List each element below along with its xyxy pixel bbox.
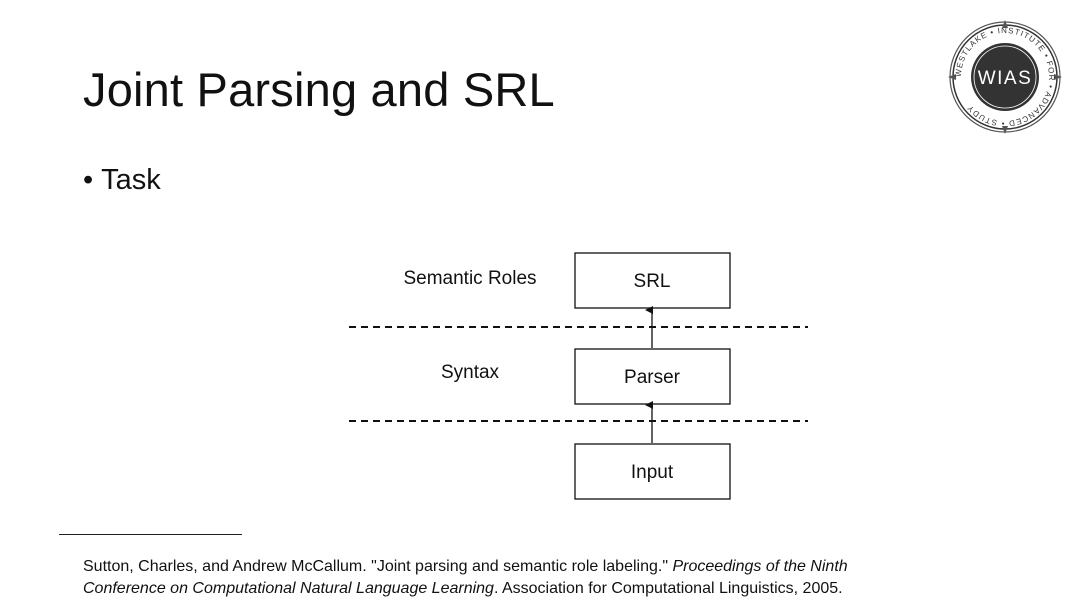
logo-text: WIAS bbox=[978, 68, 1033, 89]
citation-venue-part-1: Proceedings of the Ninth bbox=[672, 558, 848, 575]
parser-box bbox=[574, 348, 731, 405]
citation-line-1: Sutton, Charles, and Andrew McCallum. "J… bbox=[83, 556, 983, 578]
footnote-rule bbox=[59, 534, 242, 535]
citation-venue-part-2: Conference on Computational Natural Lang… bbox=[83, 580, 494, 597]
slide-title: Joint Parsing and SRL bbox=[83, 63, 555, 116]
input-box-label: Input bbox=[631, 462, 674, 483]
layer-label-semantic-roles: Semantic Roles bbox=[403, 268, 536, 289]
citation: Sutton, Charles, and Andrew McCallum. "J… bbox=[83, 556, 983, 600]
srl-box bbox=[574, 252, 731, 309]
bullet-text: Task bbox=[101, 164, 161, 196]
wias-logo: WESTLAKE • INSTITUTE • FOR • ADVANCED • … bbox=[948, 20, 1062, 134]
citation-authors-title: Sutton, Charles, and Andrew McCallum. "J… bbox=[83, 558, 673, 575]
bullet-item: •Task bbox=[83, 164, 161, 197]
bullet-dot: • bbox=[83, 164, 94, 196]
input-box bbox=[574, 443, 731, 500]
citation-line-2: Conference on Computational Natural Lang… bbox=[83, 578, 983, 600]
layer-label-syntax: Syntax bbox=[441, 362, 500, 383]
parser-box-label: Parser bbox=[624, 367, 681, 388]
citation-publisher: . Association for Computational Linguist… bbox=[493, 580, 843, 597]
srl-box-label: SRL bbox=[634, 271, 671, 292]
